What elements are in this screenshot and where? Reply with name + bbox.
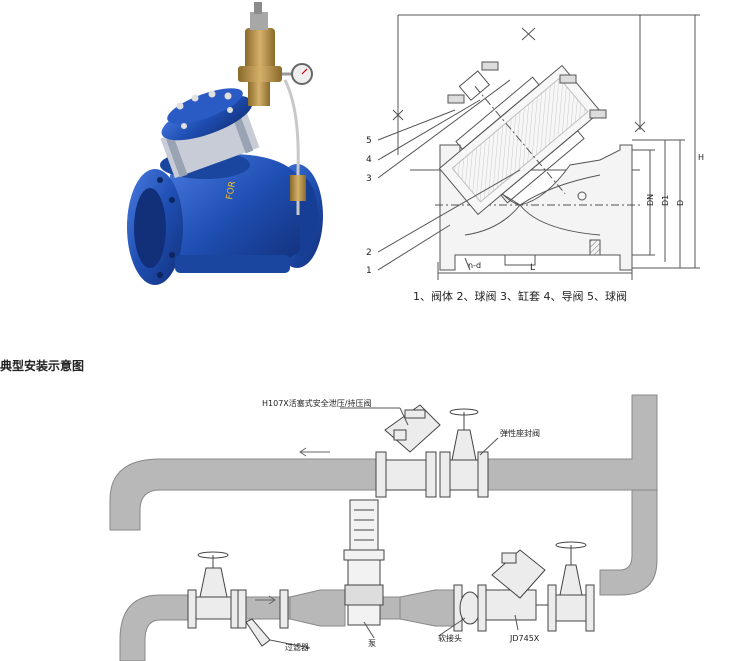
jd745x-valve: [485, 549, 548, 621]
top-gate-valve: [439, 408, 489, 498]
pipework: [109, 394, 658, 661]
valve-photo: FOR: [127, 2, 323, 285]
photo-control-tube: [283, 79, 300, 215]
photo-pressure-gauge: [291, 63, 313, 85]
photo-strainer-fitting: [290, 175, 306, 201]
callout-leaders: [377, 79, 521, 271]
dimension-lines: [437, 14, 700, 280]
pilot-valve-symbol: [521, 27, 536, 41]
h107x-valve: [375, 404, 441, 498]
ball-valve-right-symbol: [634, 121, 646, 133]
callout-2: 2: [366, 248, 372, 258]
pump-discharge-reducer: [399, 589, 456, 627]
install-title: 典型安装示意图: [0, 358, 84, 373]
top-pipe-left: [109, 458, 381, 531]
dim-l-label: L: [530, 263, 535, 273]
install-labels: H107X活塞式安全泄压/持压阀 弹性座封阀 过滤器 泵 软接头 JD745X: [262, 398, 540, 652]
callout-1: 1: [366, 266, 372, 276]
drawing-bolts: [447, 61, 607, 119]
label-jd745x: JD745X: [509, 634, 540, 643]
label-flex-joint: 软接头: [438, 633, 462, 643]
ball-valve-5-symbol: [392, 109, 404, 121]
dim-d-label: D: [676, 200, 685, 206]
install-leaders: [269, 407, 519, 649]
photo-valve-base: [175, 255, 290, 273]
top-pipe-right: [484, 394, 658, 491]
bottom-right-gate-valve: [547, 541, 595, 632]
bottom-left-elbow: [119, 594, 191, 661]
flex-joint: [453, 584, 487, 632]
dim-dn-label: DN: [646, 194, 655, 206]
flow-arrow: [299, 447, 330, 457]
label-h107x: H107X活塞式安全泄压/持压阀: [262, 398, 371, 408]
drawing-labels: 5 4 3 2 1 n-d L DN D1 D H 1、阀体 2、球阀 3、缸套…: [366, 136, 704, 303]
photo-bonnet: [160, 88, 260, 179]
dim-d1-label: D1: [661, 195, 670, 206]
label-gate-valve: 弹性座封阀: [500, 428, 540, 438]
bottom-left-gate-valve: [187, 551, 240, 629]
photo-valve-body: [168, 154, 300, 269]
photo-body-marking: FOR: [225, 181, 238, 201]
photo-left-flange: [127, 169, 183, 285]
pump: [343, 499, 385, 626]
parts-caption: 1、阀体 2、球阀 3、缸套 4、导阀 5、球阀: [413, 289, 627, 303]
label-pump: 泵: [368, 639, 376, 648]
callout-5: 5: [366, 136, 372, 146]
drawing-bonnet: [438, 64, 602, 216]
pump-suction-reducer: [289, 589, 346, 627]
dim-bolts-label: n-d: [468, 261, 481, 270]
label-strainer: 过滤器: [285, 642, 309, 652]
dim-h-label: H: [698, 153, 704, 162]
callout-3: 3: [366, 174, 372, 184]
right-riser: [599, 489, 658, 596]
strainer: [237, 589, 289, 647]
flow-arrow-lower: [255, 595, 276, 605]
technical-drawing: [377, 14, 700, 280]
callout-4: 4: [366, 155, 372, 165]
